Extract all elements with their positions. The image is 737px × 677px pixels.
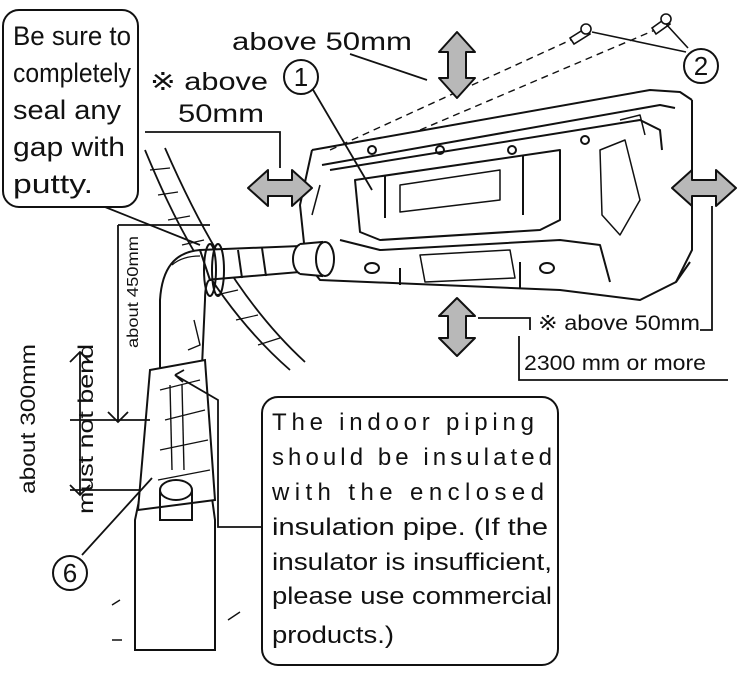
insulation-line-1: The indoor piping	[272, 409, 534, 436]
insulation-line-4: insulation pipe. (If the	[272, 514, 548, 541]
floor-height-label: 2300 mm or more	[524, 352, 706, 375]
insulation-line-6: please use commercial	[272, 583, 552, 610]
screw-icon	[568, 13, 672, 46]
clearance-arrow-top	[438, 31, 476, 99]
top-clearance-label: above 50mm	[232, 28, 412, 56]
about-300mm-label: about 300mm	[17, 344, 40, 494]
refrigerant-pipe	[111, 240, 335, 651]
putty-line-2: completely	[13, 58, 131, 88]
part-number-6-circle	[52, 555, 88, 591]
must-not-bend-label: must not bend	[75, 344, 98, 514]
insulation-callout-box	[261, 396, 559, 666]
part-number-1-circle	[283, 59, 319, 95]
putty-line-4: gap with	[13, 132, 125, 162]
indoor-unit	[299, 89, 693, 301]
part-number-2-circle	[683, 48, 719, 84]
clearance-arrow-bottom	[438, 297, 476, 357]
putty-callout-text: Be sure to completely seal any gap with …	[13, 21, 131, 199]
clearance-arrow-right	[671, 169, 737, 207]
putty-line-1: Be sure to	[13, 21, 131, 51]
left-clearance-label-line1: ※ above	[150, 68, 268, 96]
insulation-line-2: should be insulated	[272, 444, 552, 471]
clearance-arrow-left	[247, 169, 313, 207]
part-number-2: 2	[694, 51, 708, 81]
insulation-line-5: insulator is insufficient,	[272, 549, 552, 576]
leader-lines	[69, 53, 728, 556]
pipe-height-label: about 450mm	[125, 236, 142, 348]
putty-line-3: seal any	[13, 95, 122, 125]
part-number-6: 6	[63, 558, 77, 588]
left-clearance-label-line2: 50mm	[178, 100, 264, 128]
right-bottom-clearance-label: ※ above 50mm	[538, 312, 700, 335]
putty-line-5: putty.	[13, 169, 93, 199]
putty-callout-box	[2, 9, 139, 208]
insulation-line-7: products.)	[272, 622, 394, 649]
part-number-1: 1	[294, 62, 308, 92]
